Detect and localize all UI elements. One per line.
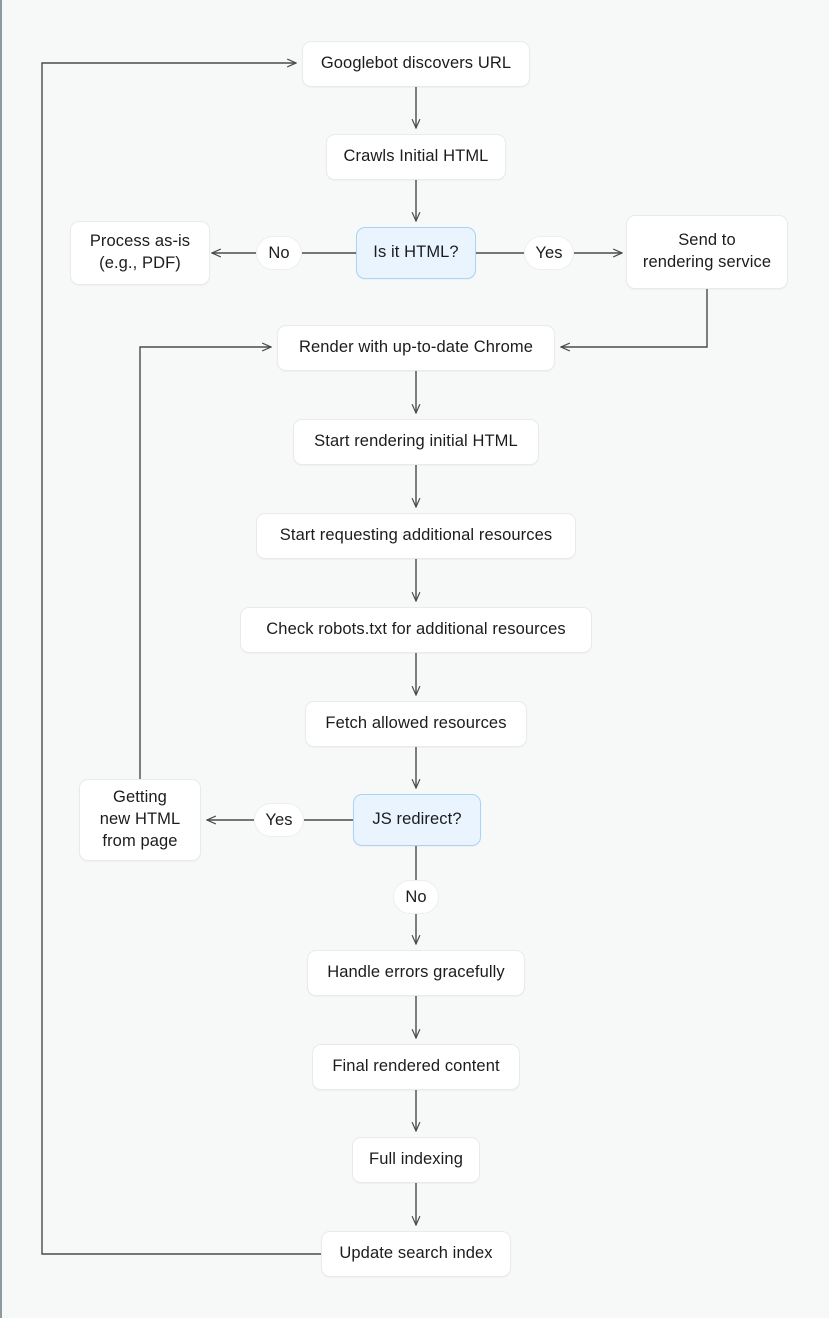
edge-label-no-redirect: No: [393, 880, 439, 914]
flow-node-label: Fetch allowed resources: [325, 714, 507, 733]
flow-node-robots[interactable]: Check robots.txt for additional resource…: [240, 607, 592, 653]
edge-label-text: Yes: [535, 243, 563, 262]
flow-node-js-redirect[interactable]: JS redirect?: [353, 794, 481, 846]
flow-node-label: Is it HTML?: [373, 243, 459, 262]
flow-node-crawl[interactable]: Crawls Initial HTML: [326, 134, 506, 180]
flow-node-send-render[interactable]: Send to rendering service: [626, 215, 788, 289]
edge-update-discover: [41, 63, 321, 1255]
flow-node-update[interactable]: Update search index: [321, 1231, 511, 1277]
flow-node-getting-new[interactable]: Getting new HTML from page: [79, 779, 201, 861]
flow-node-label: Update search index: [339, 1244, 493, 1263]
flow-node-label: Full indexing: [369, 1150, 463, 1169]
flow-node-label: Crawls Initial HTML: [343, 147, 489, 166]
edge-label-yes-html: Yes: [524, 236, 574, 270]
flow-node-label: Final rendered content: [332, 1057, 500, 1076]
flow-node-label: Start rendering initial HTML: [314, 432, 518, 451]
edge-gettingnew-render: [139, 347, 271, 779]
flow-node-start-req[interactable]: Start requesting additional resources: [256, 513, 576, 559]
edge-label-text: Yes: [265, 810, 293, 829]
flow-node-fetch[interactable]: Fetch allowed resources: [305, 701, 527, 747]
flow-node-is-html[interactable]: Is it HTML?: [356, 227, 476, 279]
edge-label-text: No: [405, 887, 427, 906]
flow-node-full-index[interactable]: Full indexing: [352, 1137, 480, 1183]
flow-node-label: Check robots.txt for additional resource…: [266, 620, 566, 639]
flow-node-label: Send to rendering service: [642, 231, 772, 271]
flow-node-discover[interactable]: Googlebot discovers URL: [302, 41, 530, 87]
flow-node-final[interactable]: Final rendered content: [312, 1044, 520, 1090]
edge-label-yes-redirect: Yes: [254, 803, 304, 837]
flow-node-start-render[interactable]: Start rendering initial HTML: [293, 419, 539, 465]
edge-label-no-html: No: [256, 236, 302, 270]
edge-label-text: No: [268, 243, 290, 262]
edge-sendrender-render: [561, 289, 708, 347]
flow-node-label: Render with up-to-date Chrome: [298, 338, 533, 357]
flow-node-label: Process as-is (e.g., PDF): [89, 232, 191, 272]
flow-node-handle-err[interactable]: Handle errors gracefully: [307, 950, 525, 996]
flow-node-label: Handle errors gracefully: [327, 963, 505, 982]
flow-node-label: Getting new HTML from page: [99, 788, 181, 850]
flow-node-process-as-is[interactable]: Process as-is (e.g., PDF): [70, 221, 210, 285]
flow-node-label: Googlebot discovers URL: [320, 54, 512, 73]
flow-node-render[interactable]: Render with up-to-date Chrome: [277, 325, 555, 371]
flow-node-label: JS redirect?: [372, 810, 462, 829]
flow-node-label: Start requesting additional resources: [279, 526, 553, 545]
